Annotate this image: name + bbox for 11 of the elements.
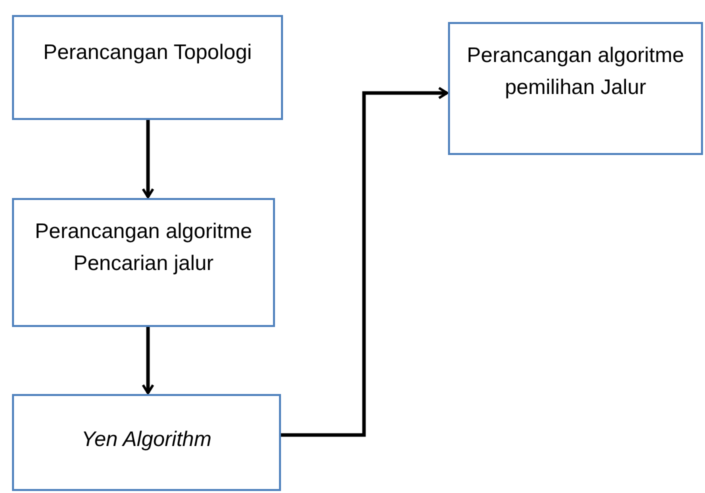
box-label: Yen Algorithm bbox=[82, 427, 212, 453]
process-box bbox=[12, 15, 283, 120]
box-label: Perancangan algoritme pemilihan Jalur bbox=[466, 43, 686, 101]
process-box bbox=[12, 198, 275, 327]
box-label: Perancangan Topologi bbox=[43, 40, 252, 66]
arrow bbox=[142, 120, 154, 198]
process-box bbox=[12, 394, 281, 491]
process-box bbox=[448, 22, 703, 155]
arrow bbox=[142, 327, 154, 394]
arrow bbox=[281, 86, 448, 437]
box-label: Perancangan algoritme Pencarian jalur bbox=[34, 219, 254, 277]
